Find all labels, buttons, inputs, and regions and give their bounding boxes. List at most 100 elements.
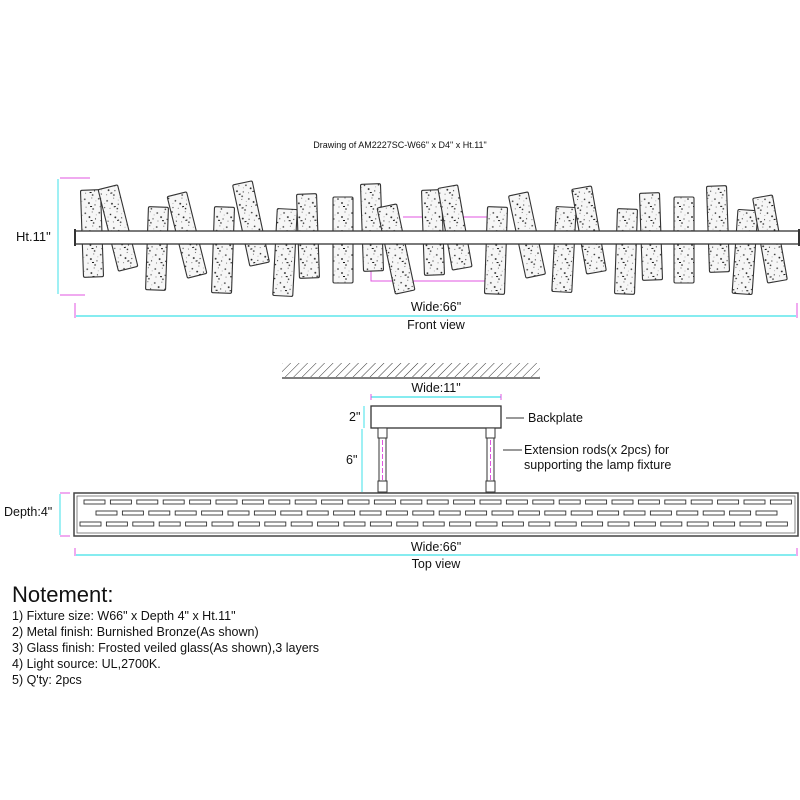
glass-slot [607,521,630,527]
glass-slot [729,510,752,516]
rods-callout-line2: supporting the lamp fixture [524,458,672,472]
glass-slot [343,521,366,527]
glass-slot [280,510,303,516]
glass-slot [633,521,656,527]
glass-slot [453,499,476,505]
glass-slot [158,521,181,527]
glass-slot [438,510,461,516]
glass-piece [272,208,298,297]
glass-piece [706,185,730,273]
front-view-caption: Front view [407,318,465,332]
glass-piece [97,184,139,272]
glass-slot [294,499,317,505]
glass-slot [268,499,291,505]
top-width-label: Wide:66" [410,540,462,554]
glass-slot [479,499,502,505]
glass-slot [769,499,792,505]
glass-slot [686,521,709,527]
glass-slot [664,499,687,505]
glass-slot [676,510,699,516]
note-item: 4) Light source: UL,2700K. [12,657,161,671]
rod-length-label: 6" [346,453,358,467]
glass-slot [396,521,419,527]
glass-slot [211,521,234,527]
glass-slot [739,521,762,527]
glass-slot [264,521,287,527]
glass-slot [385,510,408,516]
glass-slot [475,521,498,527]
center-connector-bottom [370,270,485,282]
glass-slot [400,499,423,505]
notes-section: Notement: 1) Fixture size: W66" x Depth … [12,582,319,688]
glass-slot [702,510,725,516]
front-view [57,177,800,318]
glass-slot [637,499,660,505]
glass-slot [79,521,102,527]
glass-slot [581,521,604,527]
glass-slot [109,499,132,505]
glass-slot [290,521,313,527]
glass-slot [185,521,208,527]
backplate-width-label: Wide:11" [411,381,461,395]
glass-slot [611,499,634,505]
top-view-caption: Top view [411,557,461,571]
glass-slots [79,499,792,527]
glass-slot [660,521,683,527]
side-view [282,363,540,493]
glass-slot [501,521,524,527]
glass-slot [333,510,356,516]
glass-piece [211,206,235,294]
depth-label: Depth:4" [4,505,53,519]
glass-slot [554,521,577,527]
glass-slot [558,499,581,505]
glass-slot [491,510,514,516]
note-item: 5) Q'ty: 2pcs [12,673,82,687]
glass-slot [713,521,736,527]
note-item: 2) Metal finish: Burnished Bronze(As sho… [12,625,259,639]
glass-piece [376,203,416,295]
glass-slot [105,521,128,527]
glass-slot [201,510,224,516]
glass-piece [551,206,577,293]
fixture-body-inner [76,495,796,534]
glass-slot [517,510,540,516]
glass-slot [369,521,392,527]
front-height-label: Ht.11" [16,229,51,244]
top-view [59,492,799,556]
glass-slot [237,521,260,527]
extension-rod-right [485,427,496,493]
glass-slot [359,510,382,516]
glass-slot [373,499,396,505]
glass-slot [532,499,555,505]
glass-slot [347,499,370,505]
glass-piece [571,185,607,275]
extension-rod-left [377,427,388,493]
glass-slot [189,499,212,505]
glass-slot [649,510,672,516]
glass-slot [528,521,551,527]
glass-slot [136,499,159,505]
glass-slot [321,499,344,505]
backplate [370,405,502,429]
glass-piece [359,183,385,272]
note-item: 1) Fixture size: W66" x Depth 4" x Ht.11… [12,609,236,623]
glass-slot [83,499,106,505]
glass-slot [412,510,435,516]
glass-piece [614,208,638,295]
glass-slot [422,521,445,527]
ceiling-hatch [282,363,540,377]
note-item: 3) Glass finish: Frosted veiled glass(As… [12,641,320,655]
glass-slot [148,510,171,516]
glass-piece [232,180,270,267]
glass-slot [215,499,238,505]
glass-slot [95,510,118,516]
glass-slot [241,499,264,505]
glass-slot [121,510,144,516]
drawing-title: Drawing of AM2227SC-W66" x D4" x Ht.11" [313,140,487,150]
glass-slot [755,510,778,516]
glass-slot [426,499,449,505]
glass-slot [717,499,740,505]
glass-slot [544,510,567,516]
notes-heading: Notement: [12,582,114,607]
backplate-callout: Backplate [528,411,583,425]
